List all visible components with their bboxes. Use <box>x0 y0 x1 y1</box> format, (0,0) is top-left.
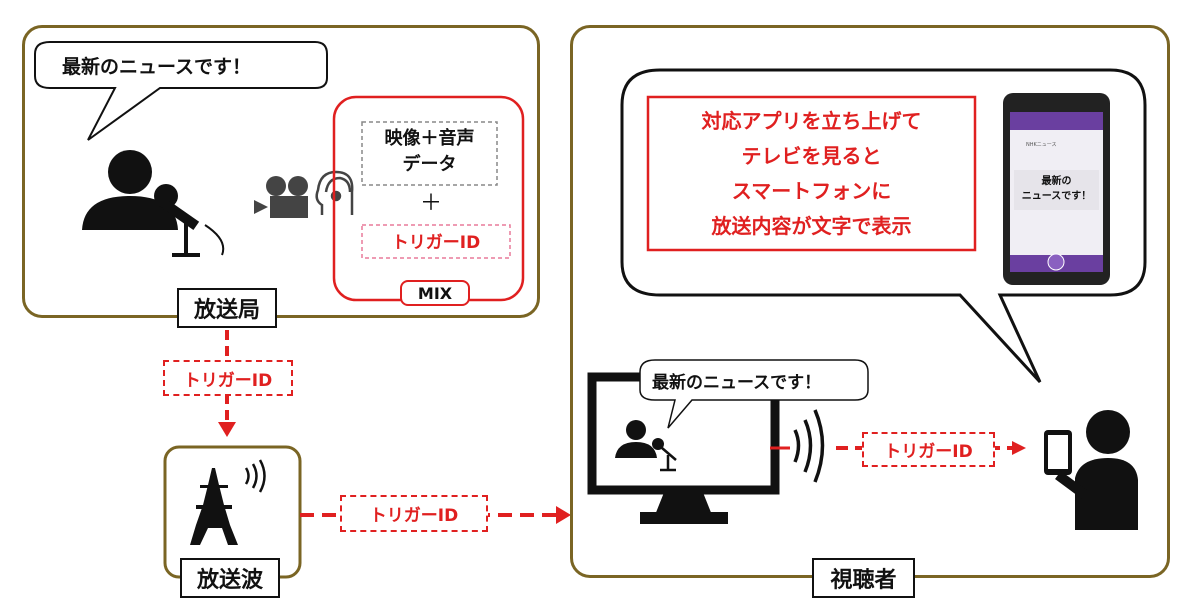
explanation-text: 対応アプリを立ち上げて テレビを見ると スマートフォンに 放送内容が文字で表示 <box>648 104 975 244</box>
tv-speech-text: 最新のニュースです！ <box>652 373 822 393</box>
trigger-id-viewer: トリガーID <box>862 432 995 467</box>
anchor-person-icon <box>82 150 178 230</box>
signal-waves-icon <box>244 459 266 493</box>
viewer-label: 視聴者 <box>812 558 915 598</box>
trigger-id-right: トリガーID <box>340 495 488 532</box>
explanation-line: 対応アプリを立ち上げて <box>701 109 922 133</box>
viewer-person-icon <box>1044 410 1138 530</box>
station-region <box>22 25 540 318</box>
phone-news-text: 最新の ニュースです！ <box>1021 176 1092 202</box>
tv-speech-bubble <box>639 359 869 429</box>
broadcast-wave-label: 放送波 <box>180 558 280 598</box>
tv-tower-icon <box>190 468 238 545</box>
explanation-line: テレビを見ると <box>741 144 882 168</box>
station-label: 放送局 <box>177 288 277 328</box>
station-trigger-id: トリガーID <box>391 233 481 253</box>
plus-sign: ＋ <box>420 191 443 216</box>
video-audio-text: 映像＋音声 データ <box>384 128 475 175</box>
tv-signal-waves-icon <box>793 409 825 483</box>
video-camera-icon <box>254 176 308 218</box>
phone-app-name: NHKニュース <box>1026 142 1057 148</box>
smartphone-screen-icon <box>1003 93 1110 285</box>
trigger-id-down: トリガーID <box>163 360 293 396</box>
mix-label: MIX <box>400 280 470 306</box>
explanation-line: スマートフォンに <box>731 179 892 203</box>
explanation-line: 放送内容が文字で表示 <box>711 214 912 238</box>
microphone-icon <box>154 184 225 257</box>
station-speech-text: 最新のニュースです！ <box>62 56 252 78</box>
speech-bubble <box>34 41 328 141</box>
